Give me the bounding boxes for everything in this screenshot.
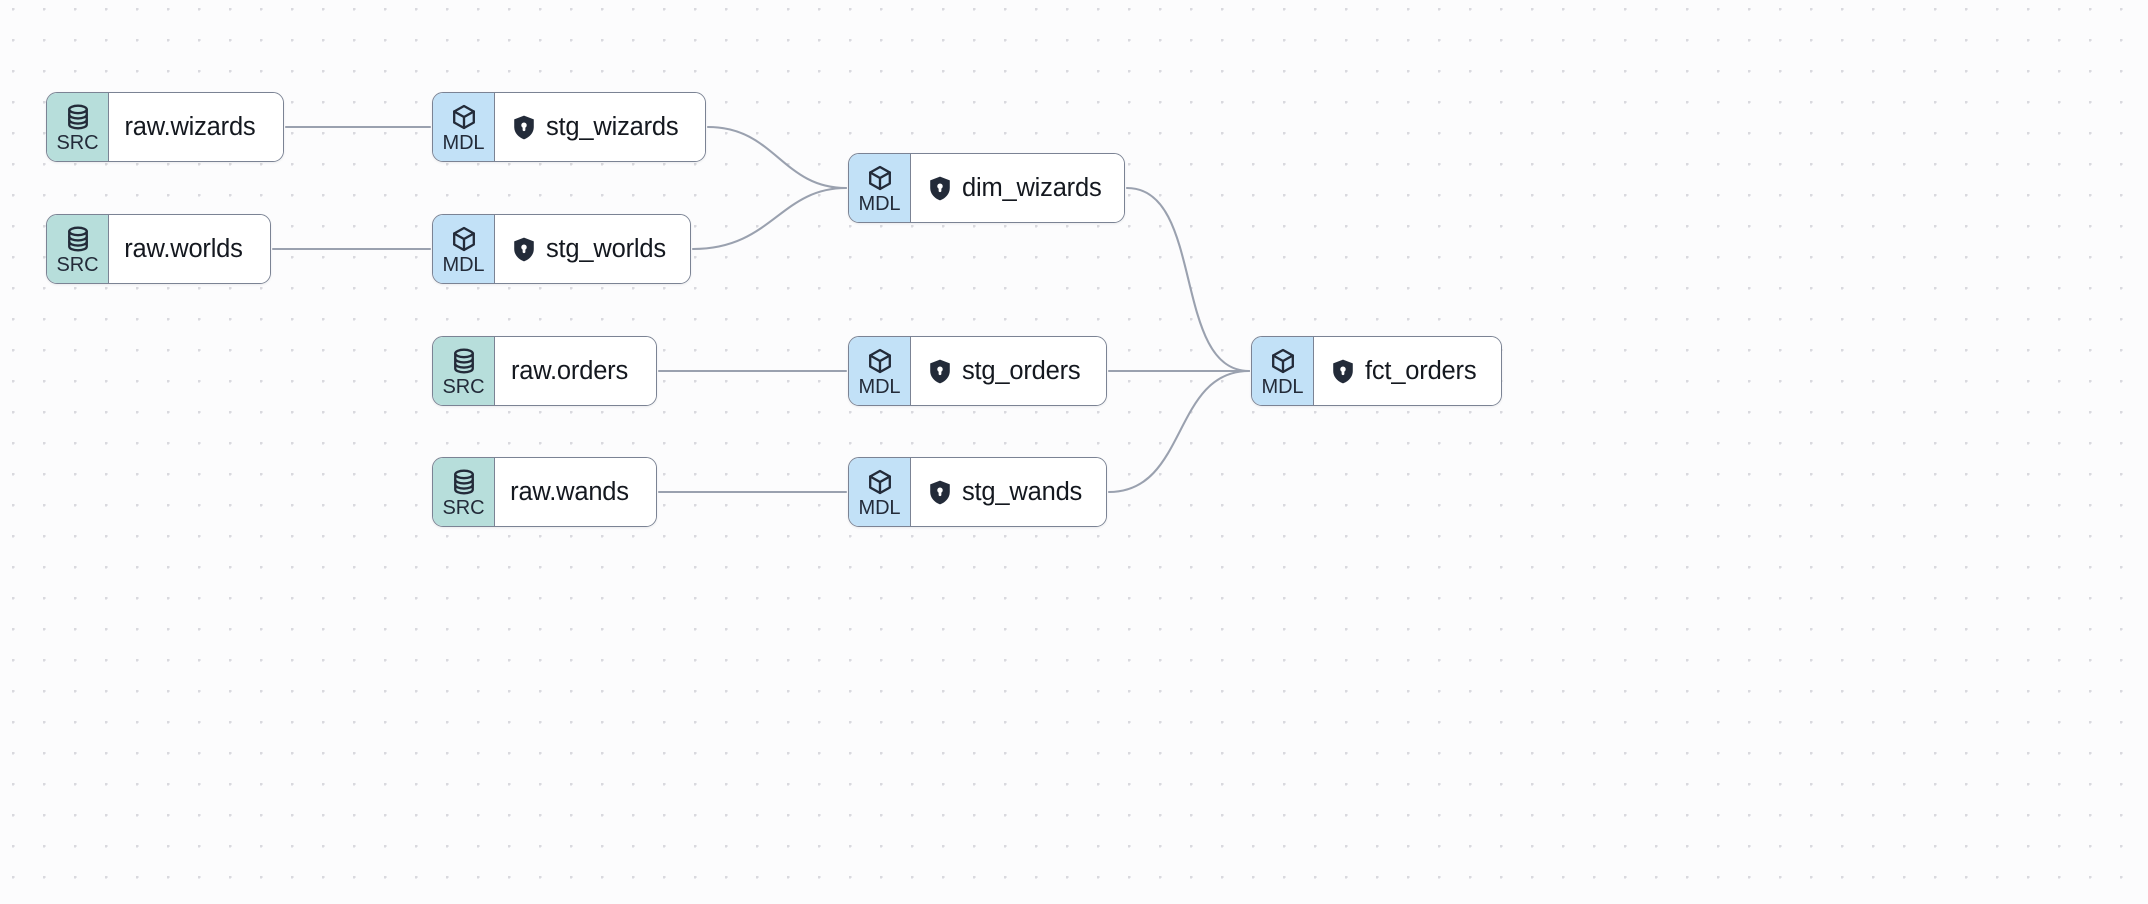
node-badge-mdl: MDL: [433, 215, 495, 283]
node-body: raw.wands: [495, 458, 656, 526]
node-badge-mdl: MDL: [849, 458, 911, 526]
node-label: raw.orders: [510, 356, 629, 385]
node-body: fct_orders: [1314, 337, 1501, 405]
node-kind-label: MDL: [1261, 376, 1304, 398]
cube-icon: [866, 164, 894, 192]
node-badge-src: SRC: [47, 215, 109, 283]
node-kind-label: MDL: [442, 132, 485, 154]
shield-lock-icon: [1332, 359, 1354, 384]
node-label: raw.wands: [510, 477, 629, 506]
node-raw-wands[interactable]: SRC raw.wands: [432, 457, 657, 527]
node-label: raw.worlds: [124, 234, 243, 263]
node-body: stg_orders: [911, 337, 1106, 405]
node-badge-mdl: MDL: [849, 337, 911, 405]
node-kind-label: MDL: [858, 497, 901, 519]
node-label: stg_wands: [962, 477, 1083, 506]
node-kind-label: SRC: [442, 376, 485, 398]
cube-icon: [866, 347, 894, 375]
node-kind-label: SRC: [442, 497, 485, 519]
node-label: stg_wizards: [546, 112, 679, 141]
node-raw-orders[interactable]: SRC raw.orders: [432, 336, 657, 406]
node-label: dim_wizards: [962, 173, 1102, 202]
node-badge-src: SRC: [433, 337, 495, 405]
cube-icon: [1269, 347, 1297, 375]
node-body: stg_worlds: [495, 215, 690, 283]
node-body: raw.wizards: [109, 93, 283, 161]
cube-icon: [450, 225, 478, 253]
node-stg-orders[interactable]: MDL stg_orders: [848, 336, 1107, 406]
shield-lock-icon: [513, 115, 535, 140]
node-label: stg_worlds: [546, 234, 666, 263]
cube-icon: [450, 103, 478, 131]
node-kind-label: MDL: [858, 193, 901, 215]
node-label: stg_orders: [962, 356, 1081, 385]
shield-lock-icon: [929, 176, 951, 201]
shield-lock-icon: [929, 480, 951, 505]
node-label: raw.wizards: [124, 112, 256, 141]
cube-icon: [866, 468, 894, 496]
node-body: raw.orders: [495, 337, 656, 405]
database-icon: [64, 225, 92, 253]
node-body: raw.worlds: [109, 215, 270, 283]
node-body: dim_wizards: [911, 154, 1124, 222]
database-icon: [64, 103, 92, 131]
edge-stg-wands-to-fct-orders: [1107, 369, 1251, 494]
node-badge-mdl: MDL: [849, 154, 911, 222]
node-stg-wands[interactable]: MDL stg_wands: [848, 457, 1107, 527]
node-kind-label: MDL: [858, 376, 901, 398]
database-icon: [450, 347, 478, 375]
edge-stg-wizards-to-dim-wizards: [706, 125, 848, 190]
node-kind-label: SRC: [56, 254, 99, 276]
node-badge-src: SRC: [47, 93, 109, 161]
shield-lock-icon: [929, 359, 951, 384]
node-body: stg_wands: [911, 458, 1106, 526]
node-badge-src: SRC: [433, 458, 495, 526]
shield-lock-icon: [513, 237, 535, 262]
node-kind-label: SRC: [56, 132, 99, 154]
edge-dim-wizards-to-fct-orders: [1125, 186, 1251, 373]
node-raw-worlds[interactable]: SRC raw.worlds: [46, 214, 271, 284]
node-badge-mdl: MDL: [433, 93, 495, 161]
edge-stg-worlds-to-dim-wizards: [691, 186, 848, 251]
database-icon: [450, 468, 478, 496]
node-stg-worlds[interactable]: MDL stg_worlds: [432, 214, 691, 284]
node-dim-wizards[interactable]: MDL dim_wizards: [848, 153, 1125, 223]
node-kind-label: MDL: [442, 254, 485, 276]
node-badge-mdl: MDL: [1252, 337, 1314, 405]
node-stg-wizards[interactable]: MDL stg_wizards: [432, 92, 706, 162]
node-body: stg_wizards: [495, 93, 705, 161]
node-fct-orders[interactable]: MDL fct_orders: [1251, 336, 1502, 406]
node-raw-wizards[interactable]: SRC raw.wizards: [46, 92, 284, 162]
node-label: fct_orders: [1365, 356, 1477, 385]
